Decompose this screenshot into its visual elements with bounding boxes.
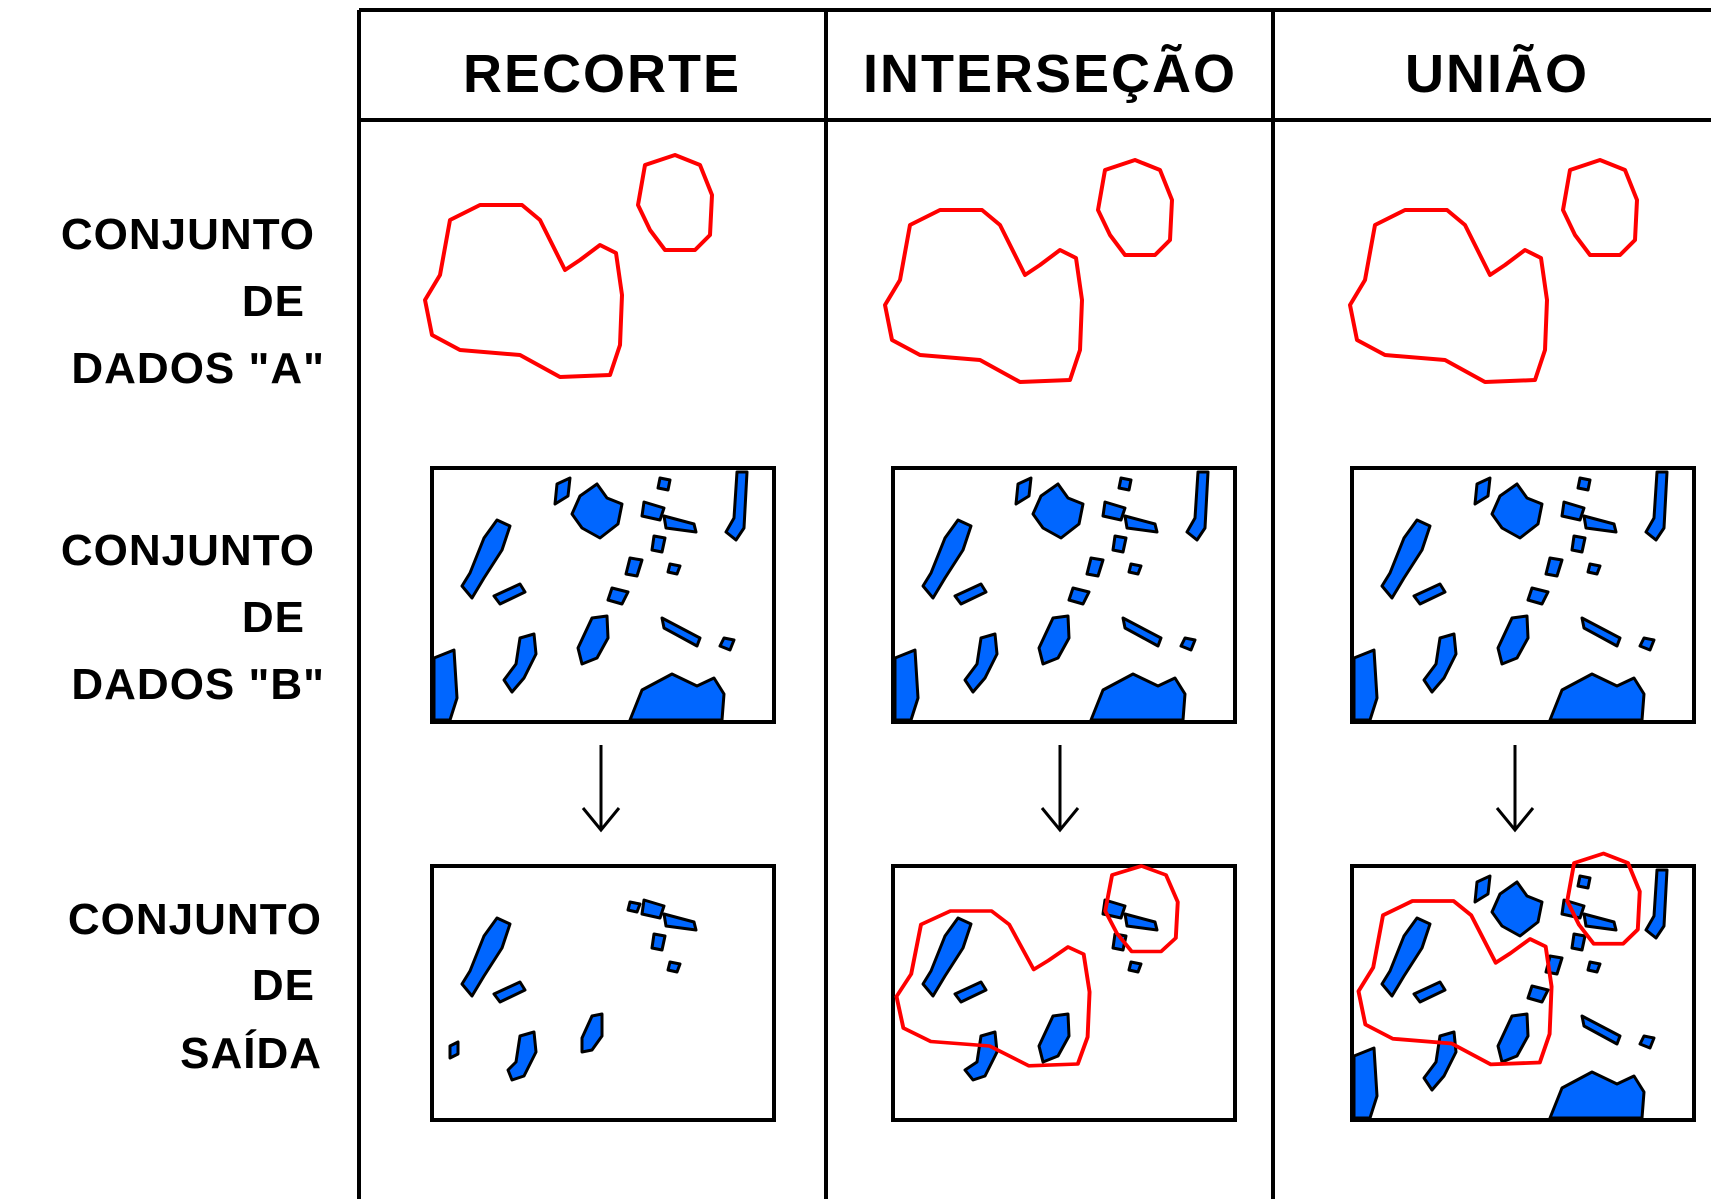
arrow-down-icon bbox=[1495, 745, 1535, 833]
row-label-b: CONJUNTO DE DADOS "B" bbox=[61, 526, 325, 709]
dataset-a-intersecao bbox=[883, 158, 1174, 384]
dataset-b-intersecao bbox=[891, 466, 1237, 724]
row-label-a: CONJUNTO DE DADOS "A" bbox=[61, 210, 325, 393]
row-label-out: CONJUNTO DE SAÍDA bbox=[68, 895, 322, 1078]
arrow-down-icon bbox=[581, 745, 621, 833]
dataset-a-recorte bbox=[423, 153, 714, 379]
row-label-a-line-3: DADOS "A" bbox=[71, 344, 325, 393]
row-label-out-line-2: DE bbox=[252, 961, 315, 1010]
row-label-a-line-2: DE bbox=[242, 277, 305, 326]
column-header-recorte: RECORTE bbox=[463, 44, 741, 104]
dataset-b-uniao bbox=[1350, 466, 1696, 724]
row-label-a-line-1: CONJUNTO bbox=[61, 210, 315, 259]
arrow-down-icon bbox=[1040, 745, 1080, 833]
column-header-intersecao: INTERSEÇÃO bbox=[863, 44, 1237, 104]
output-intersecao bbox=[891, 864, 1237, 1122]
output-recorte bbox=[430, 864, 776, 1122]
dataset-b-recorte bbox=[430, 466, 776, 724]
row-label-b-line-2: DE bbox=[242, 593, 305, 642]
column-header-uniao: UNIÃO bbox=[1405, 44, 1589, 104]
row-label-b-line-3: DADOS "B" bbox=[71, 660, 325, 709]
row-label-out-line-3: SAÍDA bbox=[180, 1028, 322, 1078]
row-label-out-line-1: CONJUNTO bbox=[68, 895, 322, 944]
output-uniao bbox=[1350, 851, 1696, 1122]
row-label-b-line-1: CONJUNTO bbox=[61, 526, 315, 575]
dataset-a-uniao bbox=[1348, 158, 1639, 384]
